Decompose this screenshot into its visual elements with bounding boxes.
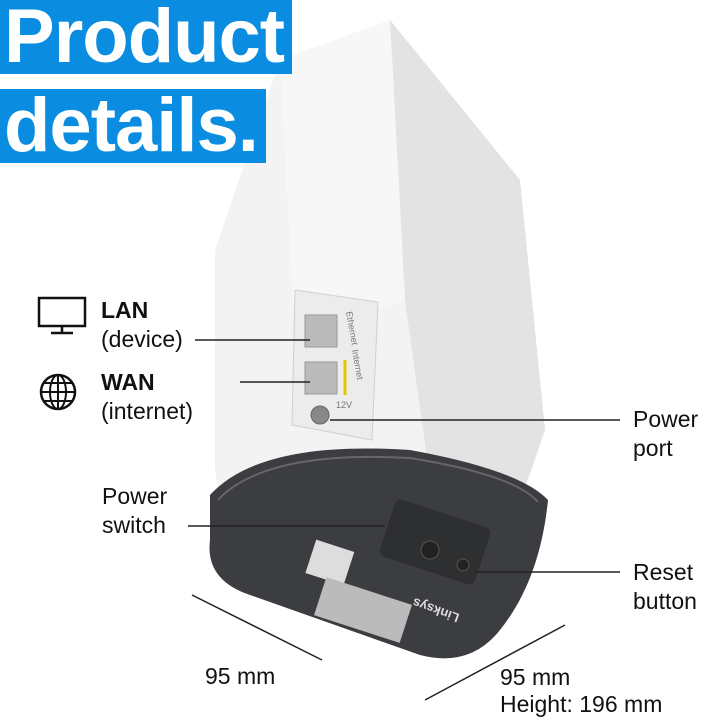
- power-port-line2: port: [633, 435, 673, 461]
- lan-sub: (device): [101, 326, 183, 352]
- power-switch-line2: switch: [102, 512, 166, 538]
- height-dimension: Height: 196 mm: [500, 691, 663, 717]
- wan-name: WAN: [101, 369, 155, 395]
- wan-sub: (internet): [101, 398, 194, 424]
- wan-label: WAN (internet): [101, 368, 193, 426]
- lan-name: LAN: [101, 297, 149, 323]
- reset-button-line2: button: [633, 588, 697, 614]
- power-switch-label: Power switch: [102, 482, 167, 540]
- globe-icon: [39, 373, 77, 411]
- title-line-1: Product: [0, 0, 293, 75]
- lan-label: LAN (device): [101, 296, 183, 354]
- reset-button-label: Reset button: [633, 558, 697, 616]
- depth-dimension: 95 mm: [500, 664, 571, 690]
- width-dimension: 95 mm: [205, 663, 276, 689]
- port-label-12v: 12V: [336, 400, 352, 410]
- power-port-line1: Power: [633, 406, 699, 432]
- power-port-label: Power port: [633, 405, 698, 463]
- power-switch-line1: Power: [102, 483, 168, 509]
- monitor-icon: [37, 296, 87, 335]
- reset-button-line1: Reset: [633, 559, 694, 585]
- title-line-2: details.: [0, 88, 266, 164]
